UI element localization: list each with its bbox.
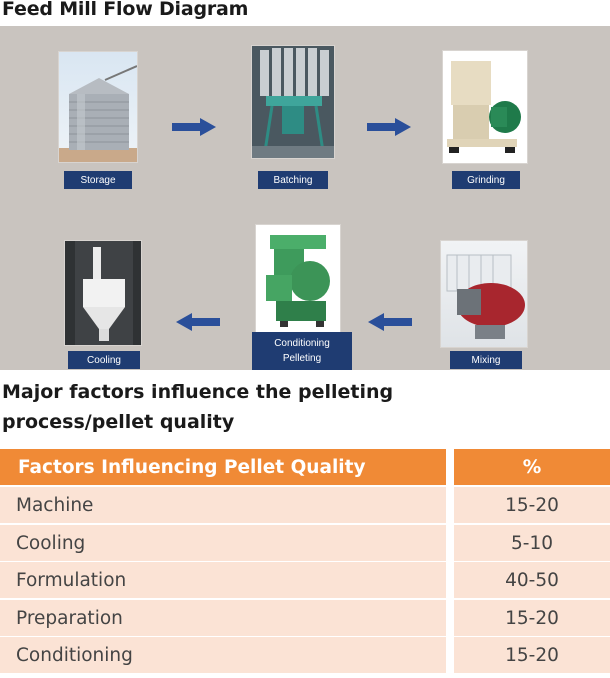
mixing-label: Mixing bbox=[450, 351, 522, 369]
factor-cell: Formulation bbox=[0, 562, 446, 598]
table-row: Conditioning 15-20 bbox=[0, 637, 610, 673]
table-row: Machine 15-20 bbox=[0, 487, 610, 523]
pellet-mill-image bbox=[255, 224, 341, 336]
arrow-right-icon bbox=[367, 118, 411, 136]
conditioning-pelleting-label: Conditioning Pelleting bbox=[252, 332, 352, 370]
silo-image bbox=[58, 51, 138, 163]
header-factors: Factors Influencing Pellet Quality bbox=[0, 449, 446, 485]
factor-cell: Conditioning bbox=[0, 637, 446, 673]
page-title: Feed Mill Flow Diagram bbox=[2, 0, 249, 20]
percent-cell: 15-20 bbox=[454, 487, 610, 523]
arrow-right-icon bbox=[172, 118, 216, 136]
table-row: Cooling 5-10 bbox=[0, 525, 610, 561]
percent-cell: 5-10 bbox=[454, 525, 610, 561]
flow-diagram: Storage Batching bbox=[0, 26, 610, 370]
factor-cell: Machine bbox=[0, 487, 446, 523]
batching-machine-image bbox=[251, 45, 335, 159]
mixer-image bbox=[440, 240, 528, 348]
table-row: Preparation 15-20 bbox=[0, 600, 610, 636]
storage-label: Storage bbox=[64, 171, 132, 189]
section-heading-line-1: Major factors influence the pelleting bbox=[2, 381, 394, 403]
factor-cell: Cooling bbox=[0, 525, 446, 561]
header-percent: % bbox=[454, 449, 610, 485]
grinding-label: Grinding bbox=[452, 171, 520, 189]
arrow-left-icon bbox=[176, 313, 220, 331]
table-header-row: Factors Influencing Pellet Quality % bbox=[0, 449, 610, 485]
percent-cell: 15-20 bbox=[454, 600, 610, 636]
table-row: Formulation 40-50 bbox=[0, 562, 610, 598]
batching-label: Batching bbox=[258, 171, 328, 189]
percent-cell: 40-50 bbox=[454, 562, 610, 598]
section-heading-line-2: process/pellet quality bbox=[2, 411, 235, 433]
percent-cell: 15-20 bbox=[454, 637, 610, 673]
hammer-mill-image bbox=[442, 50, 528, 164]
cooling-label: Cooling bbox=[68, 351, 140, 369]
factor-cell: Preparation bbox=[0, 600, 446, 636]
cooler-image bbox=[64, 240, 142, 346]
arrow-left-icon bbox=[368, 313, 412, 331]
